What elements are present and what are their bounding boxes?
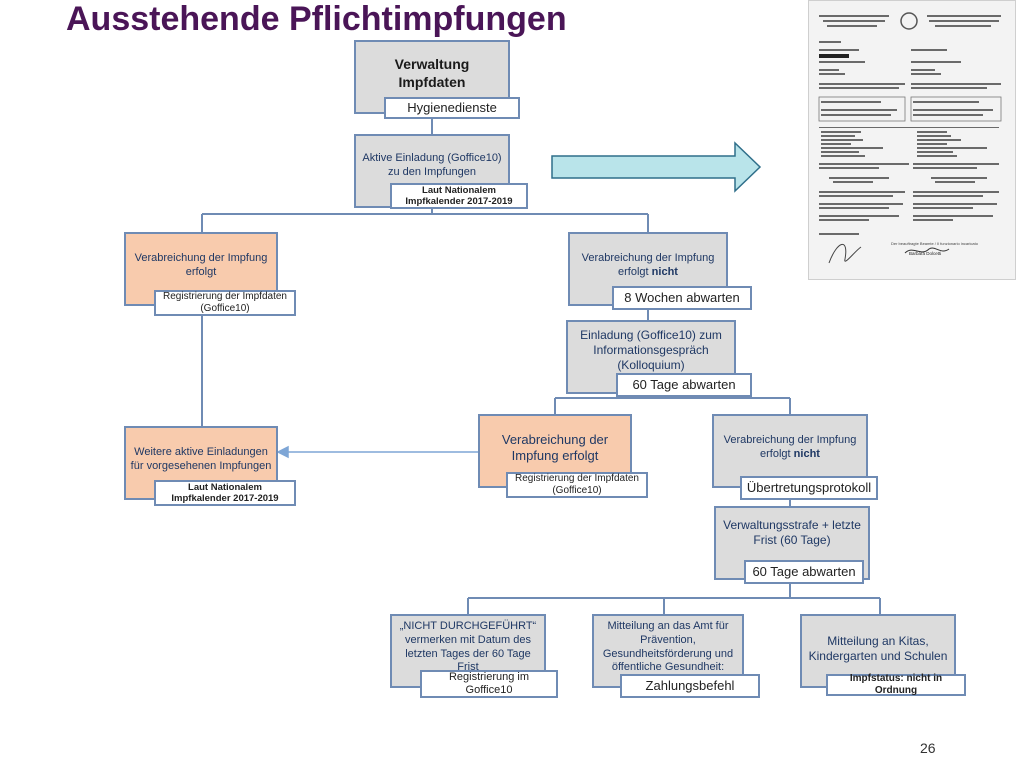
erfolgt-left-line1: Verabreichung der Impfung <box>134 252 268 264</box>
impfstatus-tag: Impfstatus: nicht in Ordnung <box>826 673 966 696</box>
tage-tag-2: 60 Tage abwarten <box>744 560 864 584</box>
zahlungsbefehl-tag: Zahlungsbefehl <box>620 674 760 698</box>
right-arrow-icon <box>551 141 762 193</box>
nicht-durchgefuehrt-line3: letzten Tages der 60 Tage <box>405 647 531 660</box>
page-title: Ausstehende Pflichtimpfungen <box>66 0 567 38</box>
verwaltung-line2: Impfdaten <box>398 73 466 90</box>
registrierung-bottom-line1: Registrierung im <box>448 670 530 683</box>
uebertretung-tag: Übertretungsprotokoll <box>740 476 878 500</box>
einladung-line1: Aktive Einladung (Goffice10) <box>362 152 502 164</box>
informationsgespraech-line1: Einladung (Goffice10) zum <box>580 328 722 342</box>
nicht-durchgefuehrt-line2: vermerken mit Datum des <box>405 633 531 646</box>
einladung-line2: zu den Impfungen <box>387 165 477 178</box>
nationalem-top-line2: Impfkalender 2017-2019 <box>405 196 513 207</box>
erfolgt-left-box: Verabreichung der Impfung erfolgt <box>124 232 278 306</box>
weitere-line1: Weitere aktive Einladungen <box>134 446 268 458</box>
scanned-letter-image: Der beauftragte Beamte / Il funzionario … <box>808 0 1016 280</box>
stamp-icon <box>828 244 862 264</box>
verwaltung-line1: Verwaltung <box>394 56 470 72</box>
mitteilung-amt-line1: Mitteilung an das Amt für <box>607 620 729 632</box>
nationalem-top-tag: Laut Nationalem Impfkalender 2017-2019 <box>390 183 528 209</box>
registrierung-bottom-tag: Registrierung im Goffice10 <box>420 670 558 698</box>
nicht-erfolgt-2-line2b: nicht <box>793 447 820 460</box>
erfolgt-mid-line1: Verabreichung der <box>501 432 609 447</box>
registrierung-left-tag: Registrierung der Impfdaten (Goffice10) <box>154 290 296 316</box>
nationalem-bottom-tag: Laut Nationalem Impfkalender 2017-2019 <box>154 480 296 506</box>
informationsgespraech-line3: (Kolloquium) <box>617 358 685 372</box>
hygienedienste-tag: Hygienedienste <box>384 97 520 119</box>
tage-tag-1: 60 Tage abwarten <box>616 373 752 397</box>
mitteilung-amt-line2: Prävention, <box>640 633 696 646</box>
nicht-erfolgt-1-line2a: erfolgt <box>618 265 652 278</box>
page-number: 26 <box>920 740 936 756</box>
weitere-line2: für vorgesehenen Impfungen <box>130 459 272 472</box>
mitteilung-kitas-line2: Kindergarten und Schulen <box>808 649 948 663</box>
nicht-erfolgt-1-line1: Verabreichung der Impfung <box>581 252 715 264</box>
mitteilung-amt-line3: Gesundheitsförderung und <box>602 647 734 660</box>
logo-icon <box>900 12 918 30</box>
registrierung-mid-line1: Registrierung der Impfdaten <box>515 473 639 484</box>
registrierung-bottom-line2: Goffice10 <box>465 684 513 696</box>
nationalem-bottom-line1: Laut Nationalem <box>188 481 262 493</box>
nicht-erfolgt-2-line2a: erfolgt <box>760 447 794 460</box>
nationalem-top-line1: Laut Nationalem <box>422 184 496 196</box>
signature-drawing <box>904 247 950 254</box>
arrow-head-icon <box>276 445 289 459</box>
nationalem-bottom-line2: Impfkalender 2017-2019 <box>171 493 279 504</box>
letter-signature-label: Der beauftragte Beamte / Il funzionario … <box>891 241 979 246</box>
strafe-line1: Verwaltungsstrafe + letzte <box>723 518 861 532</box>
erfolgt-left-line2: erfolgt <box>185 265 217 278</box>
erfolgt-mid-line2: Impfung erfolgt <box>511 448 599 464</box>
informationsgespraech-line2: Informationsgespräch <box>593 343 709 357</box>
mitteilung-kitas-line1: Mitteilung an Kitas, <box>827 634 929 648</box>
strafe-line2: Frist (60 Tage) <box>753 533 831 547</box>
nicht-erfolgt-1-line2b: nicht <box>651 265 678 278</box>
letter-drawing: Der beauftragte Beamte / Il funzionario … <box>809 1 1015 279</box>
registrierung-mid-line2: (Goffice10) <box>552 485 602 496</box>
nicht-erfolgt-2-line1: Verabreichung der Impfung <box>723 434 857 446</box>
letter-signature-name: Barbara Dolcetti <box>909 251 941 256</box>
nicht-durchgefuehrt-line1: „NICHT DURCHGEFÜHRT“ <box>399 620 537 632</box>
registrierung-left-line2: (Goffice10) <box>200 303 250 314</box>
registrierung-mid-tag: Registrierung der Impfdaten (Goffice10) <box>506 472 648 498</box>
wochen-tag: 8 Wochen abwarten <box>612 286 752 310</box>
registrierung-left-line1: Registrierung der Impfdaten <box>163 291 287 302</box>
mitteilung-amt-line4: öffentliche Gesundheit: <box>611 661 725 674</box>
